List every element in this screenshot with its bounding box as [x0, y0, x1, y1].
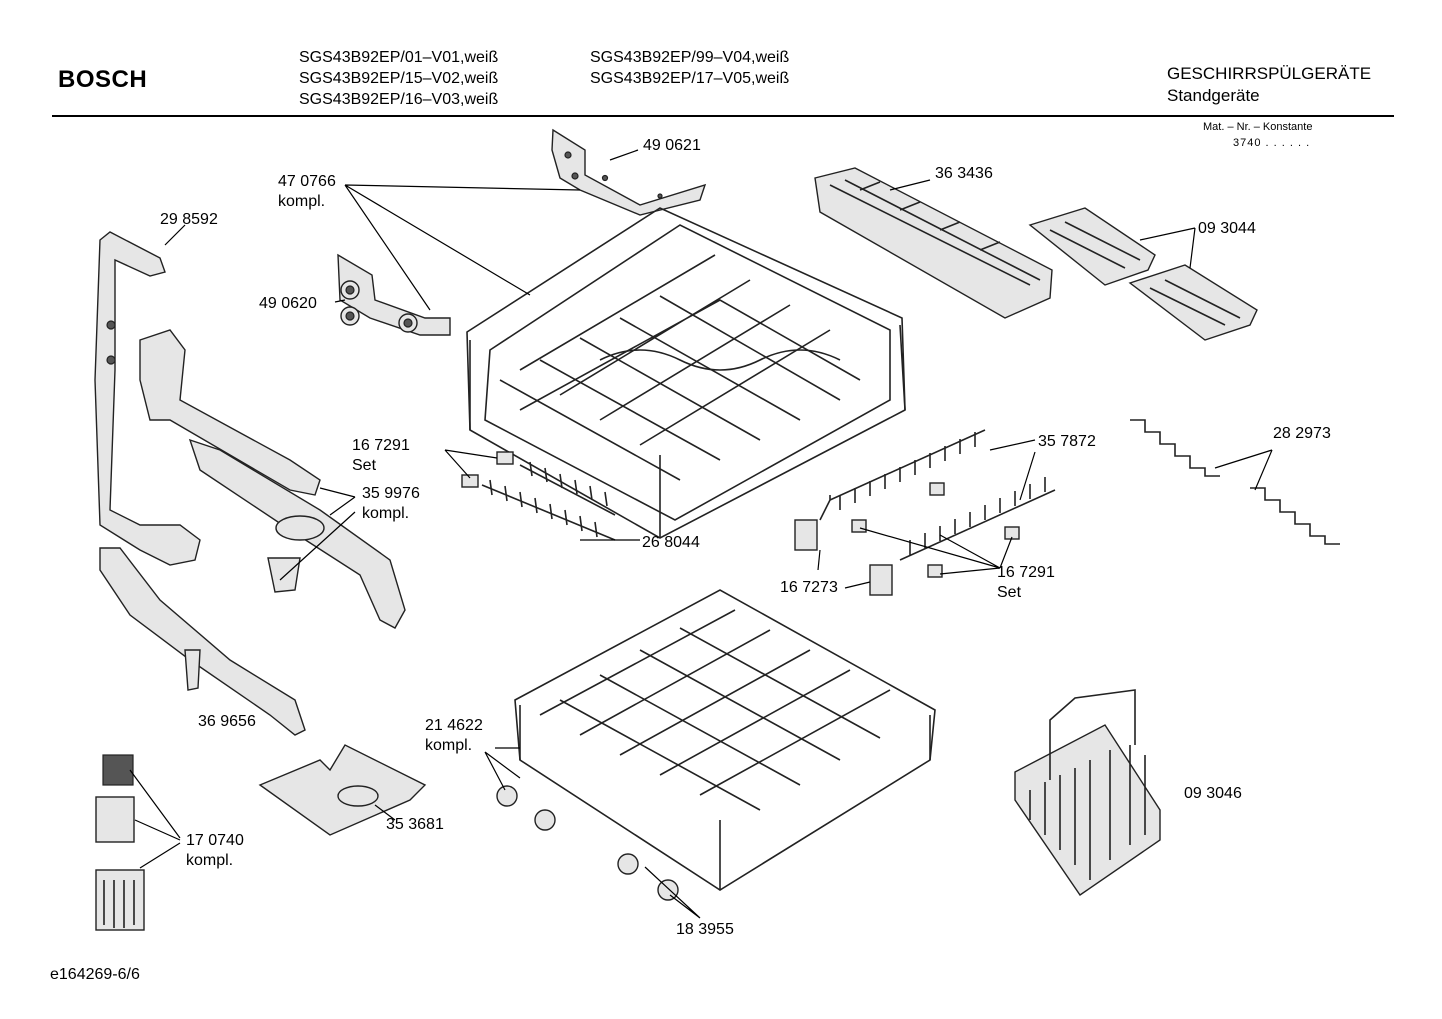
model-line: SGS43B92EP/15–V02,weiß	[299, 70, 499, 87]
label-470766: 47 0766 kompl.	[278, 172, 336, 212]
label-353681: 35 3681	[386, 816, 444, 833]
lower-basket	[514, 589, 936, 891]
label-490621: 49 0621	[643, 137, 701, 154]
label-490620: 49 0620	[259, 295, 317, 312]
label-282973: 28 2973	[1273, 425, 1331, 442]
model-line: SGS43B92EP/99–V04,weiß	[590, 49, 790, 66]
filter-plate-353681	[258, 744, 427, 836]
part-suffix: kompl.	[186, 852, 234, 869]
part-suffix: Set	[997, 584, 1022, 601]
cutlery-basket-093046	[1014, 689, 1161, 896]
folding-tines-268044	[481, 461, 616, 541]
clips-167291-lower	[851, 482, 1020, 578]
part-number: 21 4622	[425, 717, 483, 734]
header-rule	[52, 115, 1394, 117]
label-167291-upper: 16 7291 Set	[352, 436, 410, 476]
feed-pipe-298592	[94, 231, 201, 566]
filter-set-170740	[95, 754, 145, 931]
part-number: 17 0740	[186, 832, 244, 849]
label-359976: 35 9976 kompl.	[362, 484, 420, 524]
label-357872: 35 7872	[1038, 433, 1096, 450]
label-183955: 18 3955	[676, 921, 734, 938]
model-list-left: SGS43B92EP/01–V01,weiß SGS43B92EP/15–V02…	[299, 47, 498, 110]
part-number: 35 9976	[362, 485, 420, 502]
model-line: SGS43B92EP/17–V05,weiß	[590, 70, 790, 87]
category-block: GESCHIRRSPÜLGERÄTE Standgeräte	[1167, 63, 1371, 107]
brand-logo: BOSCH	[58, 66, 148, 93]
label-268044: 26 8044	[642, 534, 700, 551]
part-number: 16 7291	[352, 437, 410, 454]
part-number: 16 7291	[997, 564, 1055, 581]
stepped-rack-282973	[1130, 419, 1340, 545]
category-title: GESCHIRRSPÜLGERÄTE	[1167, 64, 1372, 83]
label-093046: 09 3046	[1184, 785, 1242, 802]
model-line: SGS43B92EP/01–V01,weiß	[299, 49, 499, 66]
wheels-183955	[496, 785, 679, 901]
bracket-490620	[337, 253, 451, 336]
clips-167273	[794, 519, 893, 596]
cutlery-tray-363436	[814, 167, 1053, 319]
label-363436: 36 3436	[935, 165, 993, 182]
part-suffix: kompl.	[278, 193, 326, 210]
label-369656: 36 9656	[198, 713, 256, 730]
label-167291-lower: 16 7291 Set	[997, 563, 1055, 603]
mat-nr-label: Mat. – Nr. – Konstante	[1203, 121, 1313, 133]
part-number: 47 0766	[278, 173, 336, 190]
label-093044: 09 3044	[1198, 220, 1256, 237]
part-suffix: kompl.	[362, 505, 410, 522]
mat-nr-value: 3740 . . . . . .	[1233, 137, 1311, 149]
cup-rack-357872	[819, 429, 1056, 561]
clips-167291-upper	[461, 451, 514, 488]
category-subtitle: Standgeräte	[1167, 86, 1260, 105]
label-167273: 16 7273	[780, 579, 838, 596]
label-214622: 21 4622 kompl.	[425, 716, 483, 756]
upper-basket	[466, 207, 906, 539]
leader-lines	[129, 149, 1273, 919]
label-170740: 17 0740 kompl.	[186, 831, 244, 871]
rack-093044-a	[1028, 207, 1156, 286]
rack-093044-b	[1128, 264, 1258, 341]
part-suffix: kompl.	[425, 737, 473, 754]
label-298592: 29 8592	[160, 211, 218, 228]
model-line: SGS43B92EP/16–V03,weiß	[299, 91, 499, 108]
spray-arm-359976	[139, 329, 406, 629]
model-list-right: SGS43B92EP/99–V04,weiß SGS43B92EP/17–V05…	[590, 47, 789, 89]
spray-arm-369656	[99, 547, 306, 736]
document-id: e164269-6/6	[50, 966, 140, 983]
part-suffix: Set	[352, 457, 377, 474]
bracket-490621	[551, 128, 707, 216]
